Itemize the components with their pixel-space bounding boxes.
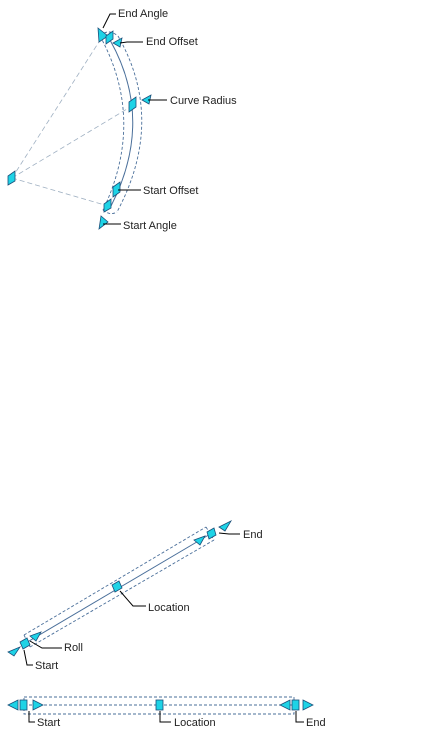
horizontal-segment-diagram: Start Location End (7, 696, 326, 729)
start-angle-grip-a[interactable] (103, 198, 112, 213)
end-offset-label: End Offset (146, 36, 198, 48)
horizontal-location-label: Location (174, 717, 216, 729)
center-grip[interactable] (7, 170, 16, 186)
roll-leader (29, 640, 62, 649)
diagonal-roll-label: Roll (64, 642, 83, 654)
end-grip-arrow-inner[interactable] (193, 535, 206, 546)
start-grip-left-arrow[interactable] (7, 699, 19, 711)
end-angle-grip[interactable] (97, 27, 109, 43)
location-grip[interactable] (155, 699, 164, 711)
radius-line-end (11, 33, 105, 179)
radius-line-start (11, 177, 109, 207)
start-leader (28, 711, 35, 723)
location-leader (119, 590, 146, 607)
start-offset-label: Start Offset (143, 185, 198, 197)
roll-grip[interactable] (29, 631, 42, 642)
end-leader (295, 711, 304, 723)
curved-segment-diagram: End Angle End Offset Curve Radius Start … (7, 8, 237, 232)
start-offset-grip[interactable] (112, 181, 121, 198)
diagonal-segment-diagram: End Location Roll Start (7, 520, 263, 672)
end-offset-grip-a[interactable] (105, 30, 114, 45)
end-angle-leader (102, 13, 116, 29)
location-grip[interactable] (111, 580, 123, 593)
radius-line-mid (11, 105, 133, 179)
horizontal-start-label: Start (37, 717, 60, 729)
curved-segment-outline-inner (99, 35, 125, 211)
horizontal-end-label: End (306, 717, 326, 729)
diagonal-end-label: End (243, 529, 263, 541)
start-grip-square[interactable] (19, 637, 31, 650)
start-grip-square[interactable] (19, 699, 28, 711)
start-leader (23, 649, 33, 666)
location-leader (159, 711, 171, 723)
start-grip-right-arrow[interactable] (32, 699, 44, 711)
end-grip-arrow[interactable] (218, 520, 233, 532)
end-grip-left-arrow[interactable] (279, 699, 291, 711)
diagonal-location-label: Location (148, 602, 190, 614)
curve-radius-grip[interactable] (128, 96, 137, 113)
start-angle-grip-b[interactable] (98, 215, 109, 230)
end-offset-leader (119, 41, 143, 44)
curve-radius-label: Curve Radius (170, 95, 237, 107)
start-angle-label: Start Angle (123, 220, 177, 232)
start-grip-arrow[interactable] (7, 646, 22, 657)
end-grip-right-arrow[interactable] (302, 699, 314, 711)
end-grip-square[interactable] (291, 699, 300, 711)
diagonal-start-label: Start (35, 660, 58, 672)
end-leader (218, 532, 240, 535)
end-grip-square[interactable] (206, 527, 217, 540)
diagonal-outline-upper (23, 526, 207, 636)
end-angle-label: End Angle (118, 8, 168, 20)
